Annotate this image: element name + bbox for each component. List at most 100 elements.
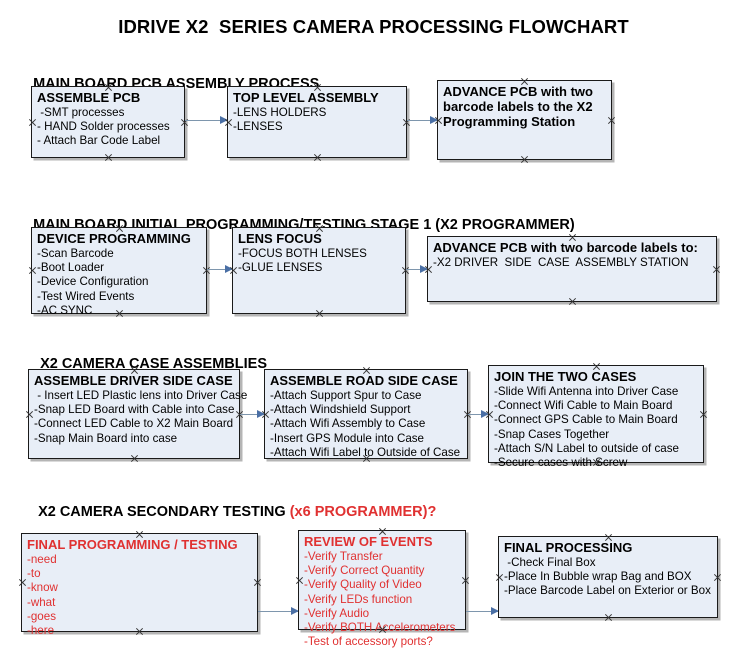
node-line: -Verify Audio — [304, 606, 370, 620]
resize-handle-right[interactable] — [402, 118, 411, 127]
node-line: -SMT processes — [37, 106, 125, 119]
node-title: FINAL PROCESSING — [504, 540, 633, 555]
node-title: REVIEW OF EVENTS — [304, 534, 433, 549]
node-line: -Place In Bubble wrap Bag and BOX — [504, 570, 692, 584]
resize-handle-bottom[interactable] — [104, 153, 113, 162]
node-line: -Attach Support Spur to Case — [270, 389, 422, 402]
resize-handle-right[interactable] — [461, 576, 470, 585]
node-title: LENS FOCUS — [238, 231, 322, 246]
node-line: -Snap Main Board into case — [34, 431, 178, 445]
node-review-of-events[interactable]: REVIEW OF EVENTS -Verify Transfer -Verif… — [295, 530, 466, 648]
node-line: -X2 DRIVER SIDE CASE ASSEMBLY STATION — [433, 256, 689, 269]
resize-handle-left[interactable] — [28, 118, 37, 127]
node-line: -Snap Cases Together — [494, 427, 610, 441]
resize-handle-right[interactable] — [713, 573, 722, 582]
node-top-level-assembly[interactable]: TOP LEVEL ASSEMBLY -LENS HOLDERS -LENSES — [227, 86, 407, 158]
node-title: TOP LEVEL ASSEMBLY — [233, 90, 379, 105]
node-line: -Scan Barcode — [37, 247, 114, 260]
resize-handle-right[interactable] — [202, 266, 211, 275]
node-title: ASSEMBLE DRIVER SIDE CASE — [34, 373, 233, 388]
node-assemble-driver-side-case[interactable]: ASSEMBLE DRIVER SIDE CASE - Insert LED P… — [25, 369, 247, 459]
connector-arrow — [185, 116, 228, 125]
node-join-the-two-cases[interactable]: JOIN THE TWO CASES -Slide Wifi Antenna i… — [488, 365, 704, 469]
node-line: -Secure cases with Screw — [494, 456, 628, 470]
node-assemble-road-side-case[interactable]: ASSEMBLE ROAD SIDE CASE -Attach Support … — [264, 369, 468, 459]
arrowhead-icon — [257, 410, 265, 419]
node-line: -need — [27, 553, 57, 566]
node-line: -Attach Windshield Support — [270, 403, 411, 417]
node-device-programming[interactable]: DEVICE PROGRAMMING -Scan Barcode -Boot L… — [28, 227, 207, 317]
section-header-case-assemblies: X2 CAMERA CASE ASSEMBLIES — [32, 340, 267, 372]
node-line: -Verify Correct Quantity — [304, 564, 425, 578]
resize-handle-left[interactable] — [18, 578, 27, 587]
arrowhead-icon — [291, 607, 299, 616]
arrowhead-icon — [420, 265, 428, 274]
section-header-text: X2 CAMERA SECONDARY TESTING — [38, 504, 290, 520]
connector-arrow — [207, 265, 233, 274]
resize-handle-bottom[interactable] — [568, 297, 577, 306]
node-line: -Place Barcode Label on Exterior or Box — [504, 584, 711, 598]
resize-handle-left[interactable] — [295, 576, 304, 585]
node-line: -Attach S/N Label to outside of case — [494, 441, 679, 455]
node-line: -what — [27, 595, 56, 609]
node-title: ADVANCE PCB with two barcode labels to: — [433, 240, 698, 255]
page-title: IDRIVE X2 SERIES CAMERA PROCESSING FLOWC… — [118, 16, 629, 37]
node-line: -Boot Loader — [37, 261, 105, 275]
connector-arrow — [240, 410, 265, 419]
node-line: -Connect Wifi Cable to Main Board — [494, 399, 673, 413]
resize-handle-left[interactable] — [28, 266, 37, 275]
resize-handle-right[interactable] — [180, 118, 189, 127]
section-header-secondary-testing: X2 CAMERA SECONDARY TESTING (x6 PROGRAMM… — [30, 488, 436, 520]
arrowhead-icon — [225, 265, 233, 274]
node-assemble-pcb[interactable]: ASSEMBLE PCB -SMT processes - HAND Solde… — [31, 86, 185, 158]
node-lens-focus[interactable]: LENS FOCUS -FOCUS BOTH LENSES -GLUE LENS… — [232, 227, 406, 314]
section-header-text: X2 CAMERA CASE ASSEMBLIES — [40, 356, 267, 372]
connector-arrow — [406, 265, 428, 274]
resize-handle-right[interactable] — [607, 116, 616, 125]
node-line: -Verify BOTH Accelerometers — [304, 621, 456, 635]
node-title: ASSEMBLE PCB — [37, 90, 141, 105]
node-line: -Verify Transfer — [304, 550, 383, 563]
node-final-processing[interactable]: FINAL PROCESSING -Check Final Box -Place… — [498, 536, 718, 618]
connector-arrow — [468, 410, 489, 419]
resize-handle-bottom[interactable] — [604, 613, 613, 622]
resize-handle-bottom[interactable] — [520, 155, 529, 164]
node-line: -to — [27, 567, 41, 581]
node-line: -here — [27, 624, 55, 638]
node-advance-pcb-driver-side-station[interactable]: ADVANCE PCB with two barcode labels to: … — [427, 236, 717, 302]
resize-handle-right[interactable] — [253, 578, 262, 587]
resize-handle-bottom[interactable] — [130, 454, 139, 463]
connector-arrow — [407, 116, 438, 125]
node-title: ADVANCE PCB with two barcode labels to t… — [443, 84, 593, 129]
resize-handle-right[interactable] — [699, 410, 708, 419]
node-line: -Verify Quality of Video — [304, 578, 422, 592]
node-line: -Check Final Box — [504, 556, 596, 569]
node-line: -goes — [27, 609, 57, 623]
resize-handle-left[interactable] — [25, 410, 34, 419]
node-line: -Snap LED Board with Cable into Case — [34, 403, 235, 417]
resize-handle-left[interactable] — [495, 573, 504, 582]
connector-arrow — [258, 607, 299, 616]
arrowhead-icon — [430, 116, 438, 125]
node-title: DEVICE PROGRAMMING — [37, 231, 191, 246]
resize-handle-bottom[interactable] — [315, 309, 324, 318]
node-line: -LENSES — [233, 120, 283, 134]
resize-handle-bottom[interactable] — [313, 153, 322, 162]
node-line: -know — [27, 581, 58, 595]
resize-handle-right[interactable] — [712, 265, 721, 274]
node-title: FINAL PROGRAMMING / TESTING — [27, 537, 238, 552]
node-line: -Connect LED Cable to X2 Main Board — [34, 417, 234, 431]
node-line: -Attach Wifi Label to Outside of Case — [270, 445, 461, 459]
connector-arrow — [466, 607, 499, 616]
node-line: -Device Configuration — [37, 275, 149, 289]
node-line: -Test Wired Events — [37, 289, 135, 303]
node-line: -LENS HOLDERS — [233, 106, 327, 119]
arrowhead-icon — [220, 116, 228, 125]
node-line: -GLUE LENSES — [238, 261, 323, 275]
node-line: - HAND Solder processes — [37, 120, 170, 134]
node-advance-pcb-programming-station[interactable]: ADVANCE PCB with two barcode labels to t… — [437, 80, 612, 160]
resize-handle-right[interactable] — [401, 266, 410, 275]
node-line: -AC SYNC — [37, 303, 93, 317]
node-final-programming-testing[interactable]: FINAL PROGRAMMING / TESTING -need -to -k… — [18, 533, 258, 637]
arrowhead-icon — [481, 410, 489, 419]
